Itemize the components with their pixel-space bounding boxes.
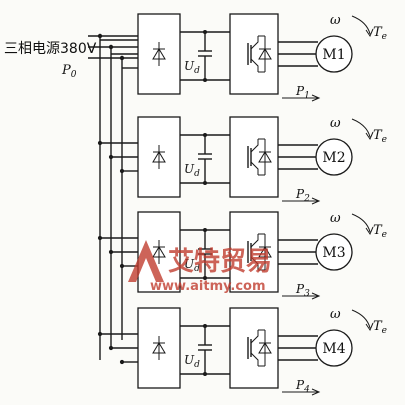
junction-dot (203, 78, 207, 82)
speed-label: ω (330, 116, 341, 131)
inverter-box (229, 116, 279, 198)
motor-circle (315, 329, 353, 367)
junction-dot (203, 228, 207, 232)
junction-dot (97, 140, 103, 146)
rotation-arrowhead-icon (365, 28, 374, 38)
rotation-arrow-icon (351, 118, 371, 138)
watermark-title: 艾特贸易 (168, 246, 272, 277)
motor-label: M3 (322, 245, 345, 261)
power-label: P2 (295, 187, 310, 204)
freewheel-diode-icon (258, 151, 272, 163)
dc-voltage-label: Ud (184, 162, 200, 179)
power-label: P1 (295, 84, 310, 101)
motor-circle (315, 233, 353, 271)
junction-dot (203, 372, 207, 376)
rotation-arrowhead-icon (365, 226, 374, 236)
power-label: P3 (295, 282, 310, 299)
igbt-emitter (250, 161, 259, 175)
watermark-url: www.aitmy.com (150, 279, 266, 294)
igbt-emitter (250, 58, 259, 72)
freewheel-diode-icon (258, 48, 272, 60)
speed-label: ω (330, 307, 341, 322)
torque-label: Te (373, 223, 387, 240)
rotation-arrowhead-icon (365, 322, 374, 332)
junction-dot (97, 235, 103, 241)
junction-dot (108, 249, 114, 255)
torque-label: Te (373, 25, 387, 42)
freewheel-diode-icon (258, 246, 272, 258)
junction-dot (119, 168, 125, 174)
igbt-emitter (250, 352, 259, 366)
junction-dot (119, 359, 125, 365)
power-arrowhead-icon (311, 94, 321, 102)
motor-circle (315, 138, 353, 176)
junction-dot (203, 324, 207, 328)
motor-circle (315, 35, 353, 73)
junction-dot (97, 331, 103, 337)
igbt-collector (250, 330, 259, 344)
motor-label: M1 (322, 47, 345, 63)
junction-dot (203, 276, 207, 280)
power-arrowhead-icon (311, 292, 321, 300)
watermark: 艾特贸易 www.aitmy.com (128, 240, 272, 294)
junction-dot (203, 181, 207, 185)
dc-voltage-label: Ud (184, 353, 200, 370)
power-arrowhead-icon (311, 388, 321, 396)
three-phase-bus (88, 33, 138, 360)
junction-dot (108, 345, 114, 351)
igbt-collector (250, 234, 259, 248)
bus-label: P0 (61, 63, 77, 80)
power-label: P4 (295, 378, 310, 395)
rotation-arrow-icon (351, 309, 371, 329)
watermark-logo-icon (128, 240, 164, 282)
source-label: 三相电源380V (4, 41, 97, 57)
power-arrowhead-icon (311, 197, 321, 205)
speed-label: ω (330, 211, 341, 226)
igbt-collector (250, 36, 259, 50)
junction-dot (203, 133, 207, 137)
inverter-box (229, 307, 279, 389)
rotation-arrow-icon (351, 15, 371, 35)
torque-label: Te (373, 319, 387, 336)
rotation-arrow-icon (351, 213, 371, 233)
freewheel-diode-icon (258, 342, 272, 354)
igbt-emitter (250, 256, 259, 270)
inverter-box (229, 13, 279, 95)
junction-dot (119, 263, 125, 269)
junction-dot (108, 154, 114, 160)
dc-voltage-label: Ud (184, 257, 200, 274)
speed-label: ω (330, 13, 341, 28)
dc-voltage-label: Ud (184, 59, 200, 76)
junction-dot (203, 30, 207, 34)
igbt-collector (250, 139, 259, 153)
rotation-arrowhead-icon (365, 131, 374, 141)
motor-label: M2 (322, 150, 345, 166)
motor-label: M4 (322, 341, 345, 357)
torque-label: Te (373, 128, 387, 145)
